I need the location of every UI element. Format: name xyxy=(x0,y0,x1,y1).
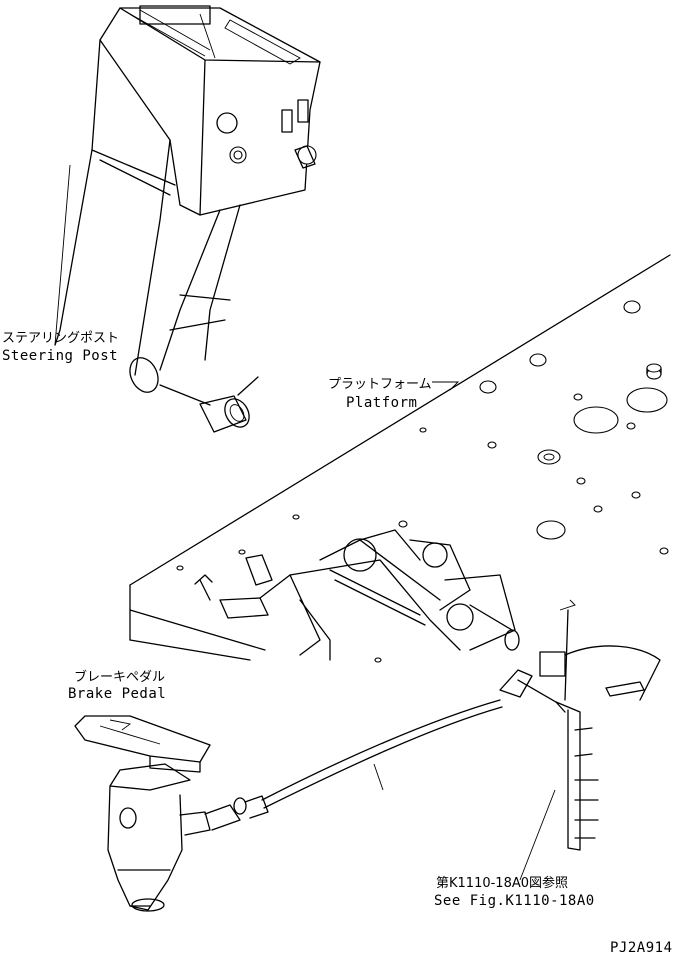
label-platform-jp: プラットフォーム xyxy=(328,377,432,392)
platform xyxy=(129,254,671,663)
label-steering-post-jp: ステアリングポスト xyxy=(2,331,119,346)
label-reference-en: See Fig.K1110-18A0 xyxy=(434,893,595,909)
annotation-labels: ステアリングポスト Steering Post プラットフォーム Platfor… xyxy=(2,331,673,956)
brake-pedal xyxy=(74,715,269,912)
label-reference-jp: 第K1110-18A0図参照 xyxy=(436,875,568,891)
wiring-harness xyxy=(261,599,661,881)
label-brake-pedal-jp: ブレーキペダル xyxy=(74,669,165,685)
label-brake-pedal-en: Brake Pedal xyxy=(68,686,166,702)
steering-post xyxy=(54,5,321,433)
bushing xyxy=(199,376,259,433)
label-steering-post-en: Steering Post xyxy=(2,348,118,364)
figure-code: PJ2A914 xyxy=(610,940,673,956)
label-platform-en: Platform xyxy=(346,395,417,411)
